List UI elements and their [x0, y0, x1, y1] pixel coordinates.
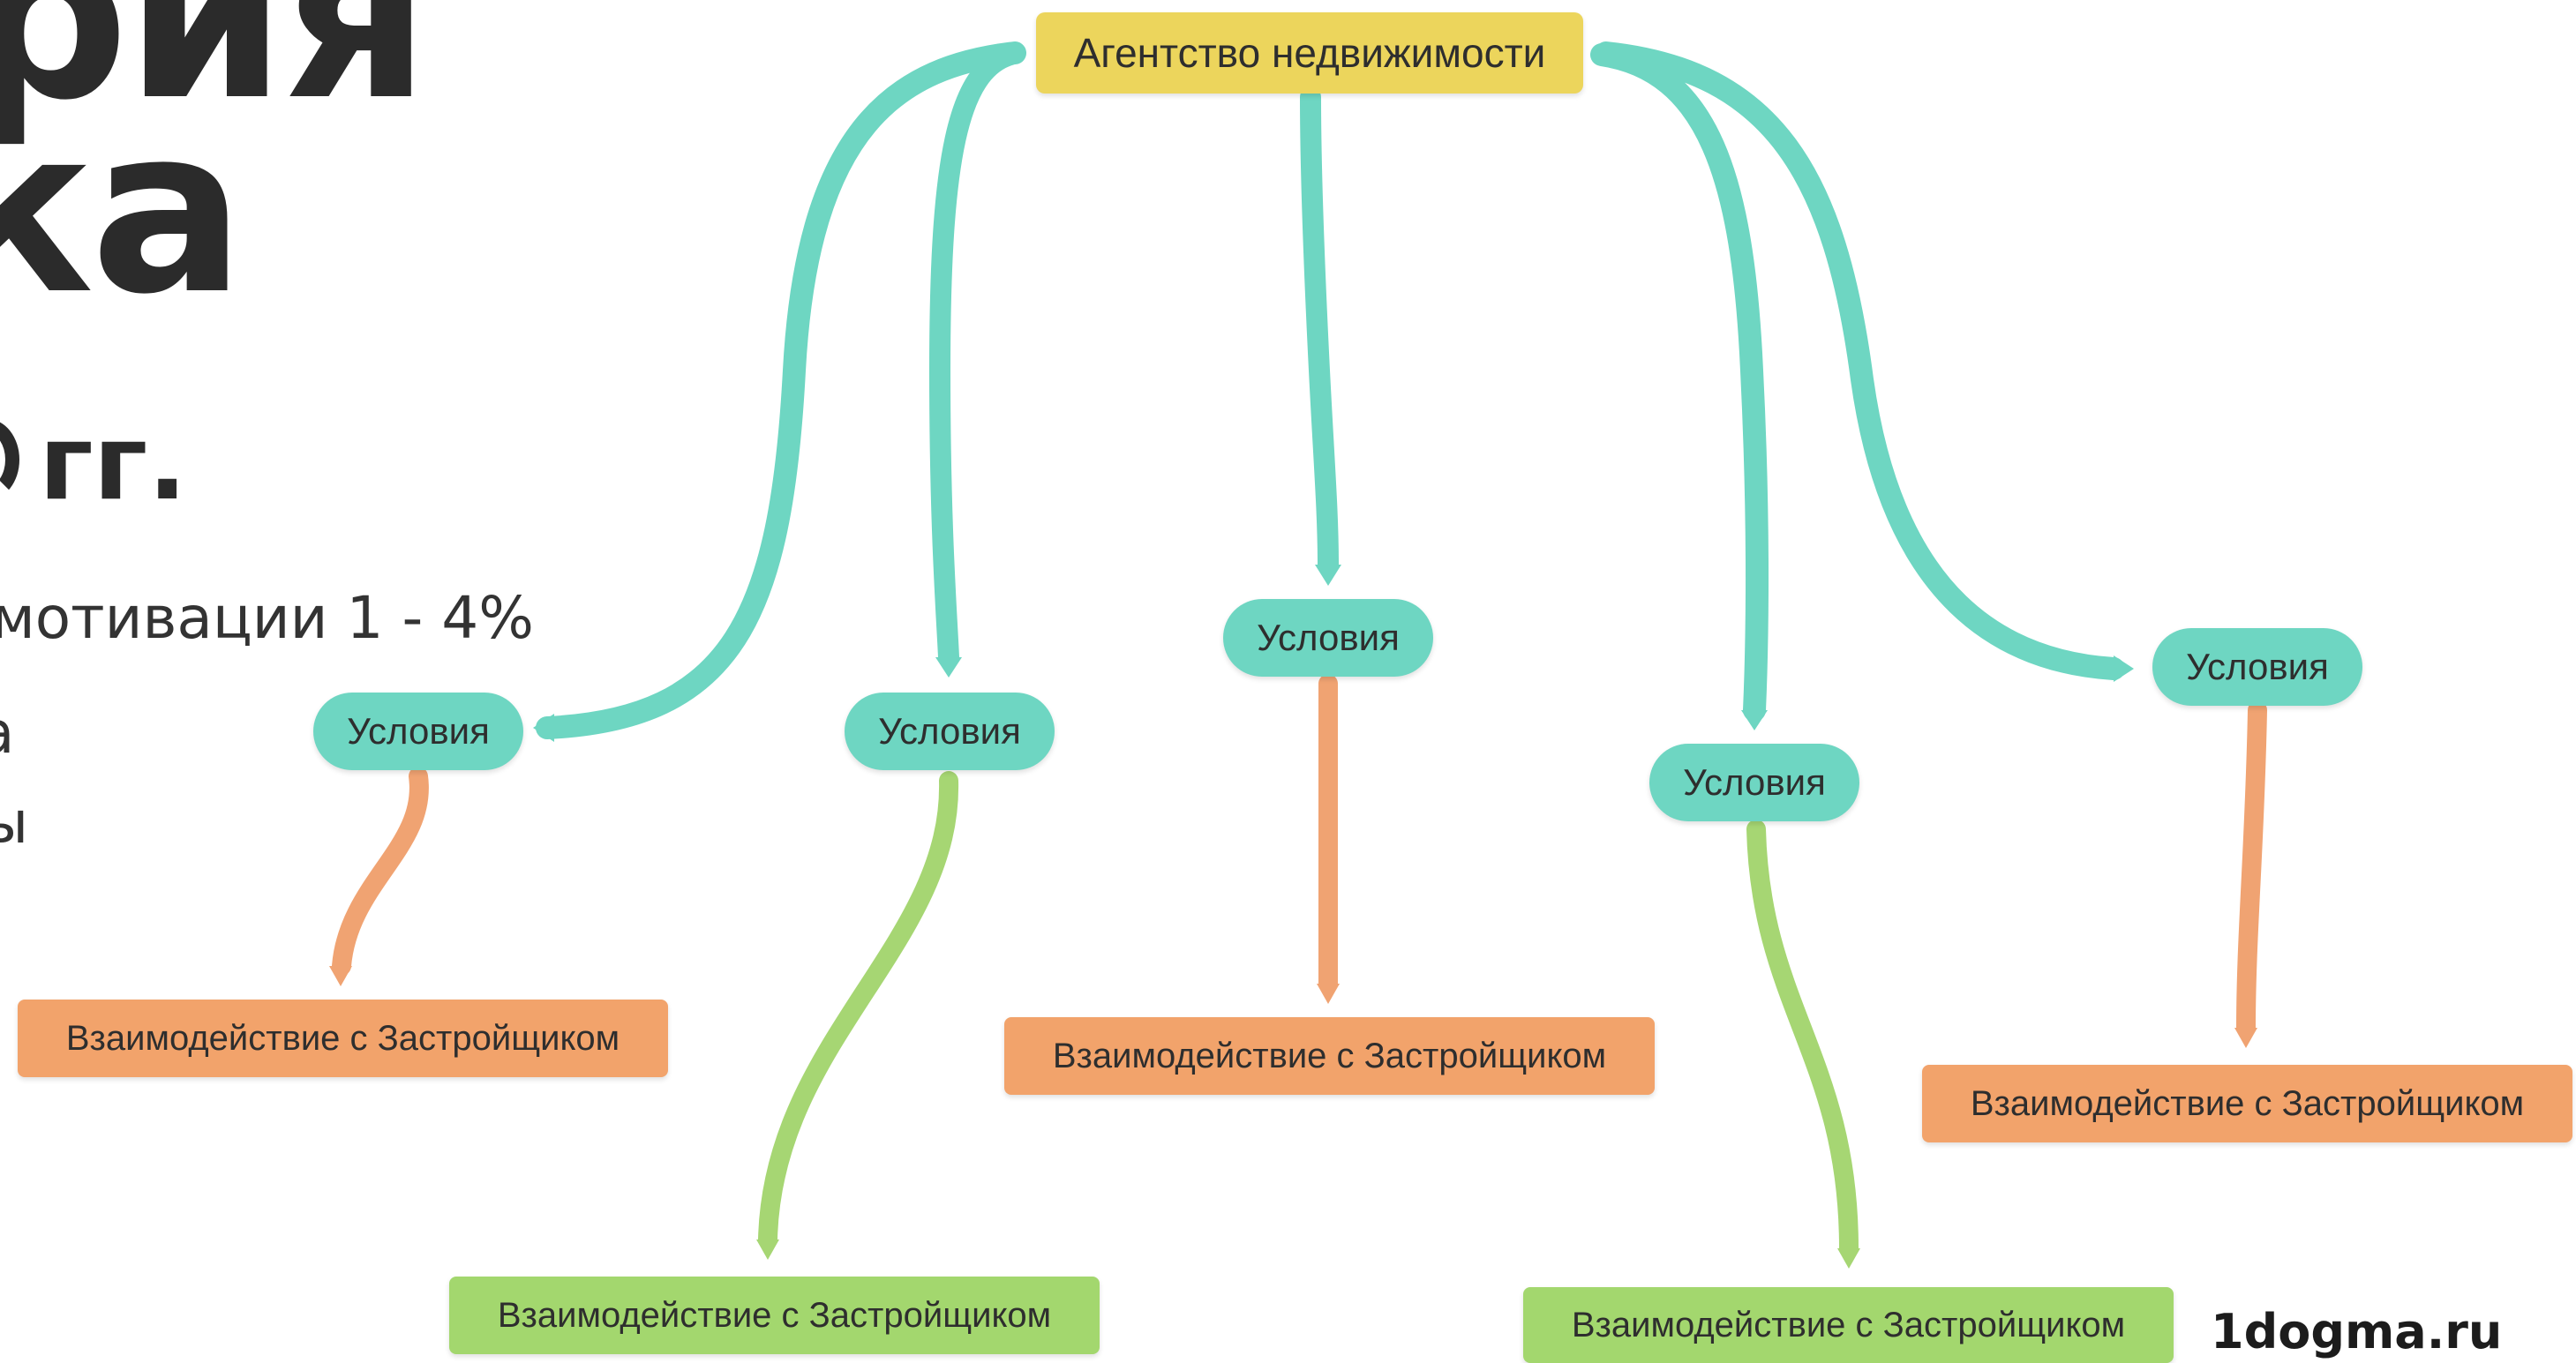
condition-node-label: Условия: [878, 710, 1021, 752]
connector-arrowhead-condition-5: [2114, 655, 2134, 682]
connector-root-to-condition-5: [1595, 41, 2125, 680]
condition-node-3: Условия: [1223, 599, 1433, 677]
connector-arrowhead-condition-4: [1741, 710, 1768, 730]
slide-heading-line-1: рия: [0, 0, 430, 151]
root-node-label: Агентство недвижимости: [1073, 30, 1546, 76]
interaction-node-label: Взаимодействие с Застройщиком: [65, 1018, 620, 1058]
interaction-node-2: Взаимодействие с Застройщиком: [449, 1277, 1100, 1354]
connector-root-to-condition-4: [1590, 43, 1769, 722]
connector-condition-5-to-interaction-5: [2236, 700, 2267, 1037]
connector-arrowhead-condition-2: [935, 657, 962, 678]
interaction-node-1: Взаимодействие с Застройщиком: [18, 1000, 668, 1077]
root-node-real-estate-agency: Агентство недвижимости: [1036, 12, 1583, 94]
connector-arrowhead-interaction-1: [329, 966, 352, 986]
slide-body-line-2: а: [0, 704, 14, 762]
connector-arrowhead-interaction-5: [2234, 1028, 2257, 1048]
interaction-node-5: Взаимодействие с Застройщиком: [1922, 1065, 2572, 1142]
condition-node-label: Условия: [1257, 617, 1400, 658]
interaction-node-label: Взаимодействие с Застройщиком: [1571, 1305, 2126, 1344]
slide-body-line-3: ы: [0, 789, 29, 857]
connector-root-to-condition-1: [536, 41, 1026, 739]
interaction-node-label: Взаимодействие с Застройщиком: [497, 1295, 1052, 1335]
connector-arrowhead-condition-1: [533, 714, 554, 742]
slide-subheading: гг.: [0, 410, 187, 514]
interaction-node-label: Взаимодействие с Застройщиком: [1970, 1083, 2525, 1123]
connector-arrowhead-condition-3: [1315, 565, 1341, 586]
condition-node-1: Условия: [313, 693, 523, 770]
site-watermark: 1dogma.ru: [2211, 1304, 2503, 1359]
connector-arrowhead-interaction-3: [1317, 984, 1340, 1004]
condition-node-2: Условия: [845, 693, 1055, 770]
connector-root-to-condition-3: [1300, 86, 1339, 575]
slide-heading-line-2: ка: [0, 79, 245, 345]
connector-condition-4-to-interaction-4: [1746, 820, 1859, 1258]
interaction-node-4: Взаимодействие с Застройщиком: [1523, 1287, 2174, 1363]
connector-arrowhead-interaction-4: [1837, 1248, 1860, 1269]
condition-node-4: Условия: [1649, 744, 1859, 821]
connector-root-to-condition-2: [928, 44, 1021, 668]
condition-node-label: Условия: [2186, 646, 2329, 687]
interaction-node-3: Взаимодействие с Застройщиком: [1004, 1017, 1655, 1095]
condition-node-label: Условия: [1683, 761, 1826, 803]
condition-node-5: Условия: [2152, 628, 2362, 706]
interaction-node-label: Взаимодействие с Застройщиком: [1052, 1036, 1607, 1075]
slide-body-line-1: мотивации 1 - 4%: [0, 584, 535, 652]
connector-condition-2-to-interaction-2: [758, 771, 959, 1249]
connector-condition-1-to-interaction-1: [332, 767, 429, 976]
condition-node-label: Условия: [347, 710, 490, 752]
subheading-text: гг.: [39, 401, 188, 523]
connector-arrowhead-interaction-2: [756, 1239, 779, 1260]
